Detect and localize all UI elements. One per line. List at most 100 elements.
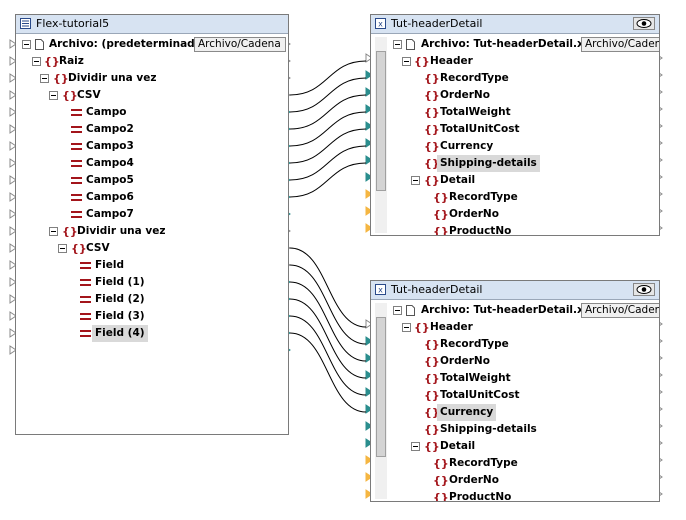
- tree-label: Shipping-details: [440, 423, 537, 435]
- file-string-button[interactable]: Archivo/Cadena: [581, 37, 659, 52]
- element-icon: {}: [71, 242, 87, 255]
- mapping-wire[interactable]: [289, 247, 367, 328]
- input-connector[interactable]: [365, 138, 373, 148]
- collapse-icon[interactable]: [32, 57, 41, 66]
- input-connector[interactable]: [365, 455, 373, 465]
- input-connector[interactable]: [9, 328, 17, 338]
- collapse-icon[interactable]: [411, 442, 420, 451]
- input-connector[interactable]: [365, 155, 373, 165]
- input-connector[interactable]: [365, 70, 373, 80]
- input-connector[interactable]: [365, 336, 373, 346]
- source-titlebar[interactable]: Flex-tutorial5: [16, 15, 288, 34]
- input-connector[interactable]: [365, 121, 373, 131]
- input-connector[interactable]: [9, 243, 17, 253]
- input-connector[interactable]: [365, 104, 373, 114]
- element-icon: {}: [424, 440, 440, 453]
- input-connector[interactable]: [9, 311, 17, 321]
- collapse-icon[interactable]: [22, 40, 31, 49]
- input-connector[interactable]: [9, 56, 17, 66]
- input-connector[interactable]: [365, 172, 373, 182]
- attribute-icon: [80, 296, 91, 303]
- input-connector[interactable]: [365, 404, 373, 414]
- collapse-icon[interactable]: [411, 176, 420, 185]
- vertical-scrollbar[interactable]: [375, 303, 387, 499]
- attribute-icon: [71, 177, 82, 184]
- source-component[interactable]: Flex-tutorial5 Archivo: (predeterminado)…: [15, 14, 289, 435]
- eye-icon[interactable]: [633, 283, 655, 296]
- input-connector[interactable]: [9, 73, 17, 83]
- mapping-wire[interactable]: [289, 332, 367, 413]
- eye-icon[interactable]: [633, 17, 655, 30]
- collapse-icon[interactable]: [40, 74, 49, 83]
- element-icon: {}: [433, 474, 449, 487]
- collapse-icon[interactable]: [402, 323, 411, 332]
- target2-titlebar[interactable]: x Tut-headerDetail: [371, 281, 659, 300]
- collapse-icon[interactable]: [402, 57, 411, 66]
- tree-label: Currency: [437, 404, 497, 421]
- component-icon: [20, 18, 31, 29]
- mapping-wire[interactable]: [289, 298, 367, 379]
- mapping-wire[interactable]: [289, 60, 367, 96]
- input-connector[interactable]: [365, 206, 373, 216]
- target-component-2[interactable]: x Tut-headerDetail Archivo: Tut-headerDe…: [370, 280, 660, 502]
- element-icon: {}: [424, 174, 440, 187]
- tree-label: Header: [430, 55, 473, 67]
- input-connector[interactable]: [9, 226, 17, 236]
- input-connector[interactable]: [9, 294, 17, 304]
- input-connector[interactable]: [9, 158, 17, 168]
- input-connector[interactable]: [9, 39, 17, 49]
- input-connector[interactable]: [365, 353, 373, 363]
- input-connector[interactable]: [9, 141, 17, 151]
- mapping-wire[interactable]: [289, 77, 367, 113]
- mapping-wire[interactable]: [289, 315, 367, 396]
- input-connector[interactable]: [9, 209, 17, 219]
- mapping-wire[interactable]: [289, 94, 367, 130]
- input-connector[interactable]: [9, 277, 17, 287]
- element-icon: {}: [62, 225, 78, 238]
- input-connector[interactable]: [9, 175, 17, 185]
- file-string-button[interactable]: Archivo/Cadena: [581, 303, 659, 318]
- target-file-label: Archivo: Tut-headerDetail.xml: [421, 304, 599, 316]
- scrollbar-thumb[interactable]: [376, 317, 386, 457]
- input-connector[interactable]: [365, 489, 373, 499]
- source-file-row: Archivo: (predeterminado) Archivo/Cadena: [16, 36, 288, 53]
- input-connector[interactable]: [365, 421, 373, 431]
- attribute-icon: [80, 330, 91, 337]
- mapping-wire[interactable]: [289, 128, 367, 164]
- input-connector[interactable]: [365, 438, 373, 448]
- input-connector[interactable]: [365, 53, 373, 63]
- input-connector[interactable]: [9, 90, 17, 100]
- collapse-icon[interactable]: [49, 227, 58, 236]
- collapse-icon[interactable]: [393, 306, 402, 315]
- input-connector[interactable]: [9, 345, 17, 355]
- mapping-wire[interactable]: [289, 111, 367, 147]
- input-connector[interactable]: [365, 87, 373, 97]
- input-connector[interactable]: [9, 124, 17, 134]
- mapping-wire[interactable]: [289, 264, 367, 345]
- input-connector[interactable]: [9, 192, 17, 202]
- input-connector[interactable]: [365, 223, 373, 233]
- mapping-wire[interactable]: [289, 281, 367, 362]
- input-connector[interactable]: [9, 260, 17, 270]
- collapse-icon[interactable]: [49, 91, 58, 100]
- scrollbar-thumb[interactable]: [376, 51, 386, 191]
- tree-label: ProductNo: [449, 225, 512, 236]
- tree-label: OrderNo: [449, 208, 499, 220]
- input-connector[interactable]: [9, 107, 17, 117]
- input-connector[interactable]: [365, 189, 373, 199]
- collapse-icon[interactable]: [58, 244, 67, 253]
- mapping-wire[interactable]: [289, 145, 367, 181]
- collapse-icon[interactable]: [393, 40, 402, 49]
- target1-titlebar[interactable]: x Tut-headerDetail: [371, 15, 659, 34]
- tree-label: Detail: [440, 440, 476, 452]
- mapping-wire[interactable]: [289, 162, 367, 198]
- tree-label: Field (4): [92, 325, 148, 342]
- input-connector[interactable]: [365, 370, 373, 380]
- input-connector[interactable]: [365, 319, 373, 329]
- target-component-1[interactable]: x Tut-headerDetail Archivo: Tut-headerDe…: [370, 14, 660, 236]
- vertical-scrollbar[interactable]: [375, 37, 387, 233]
- tree-label: RecordType: [449, 457, 518, 469]
- input-connector[interactable]: [365, 472, 373, 482]
- file-string-button[interactable]: Archivo/Cadena: [194, 37, 286, 52]
- input-connector[interactable]: [365, 387, 373, 397]
